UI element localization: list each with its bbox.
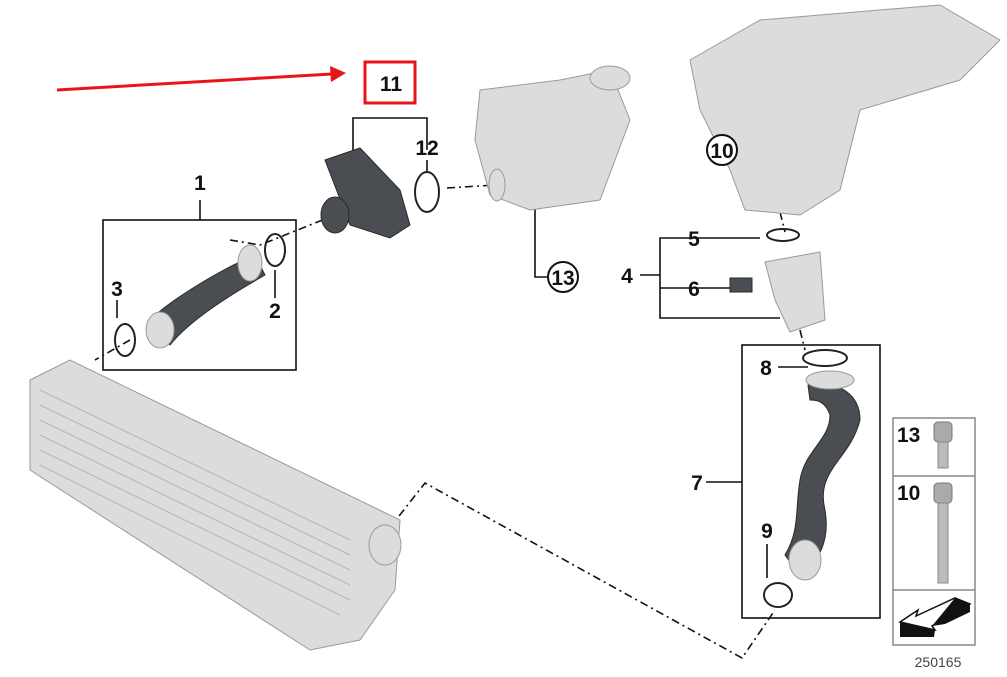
callout-3: 3 <box>111 278 123 301</box>
sensor-6 <box>729 277 753 293</box>
adapter-11 <box>320 147 411 239</box>
legend-label-13: 13 <box>897 424 920 447</box>
bolt-short-icon <box>933 421 953 469</box>
callout-13: 13 <box>551 267 574 290</box>
diagram-number: 250165 <box>915 654 962 670</box>
leader-lines <box>94 117 881 660</box>
turbocharger <box>474 65 631 211</box>
callout-10: 10 <box>710 140 733 163</box>
hardware-legend: 13 10 <box>892 417 976 646</box>
o-ring-3 <box>114 323 136 357</box>
callout-7: 7 <box>691 472 703 495</box>
o-ring-12 <box>414 171 440 213</box>
callout-circle-13 <box>547 261 579 293</box>
callout-4: 4 <box>621 265 633 288</box>
legend-label-10: 10 <box>897 482 920 505</box>
intercooler <box>29 359 402 651</box>
callout-5: 5 <box>688 228 700 251</box>
callout-6: 6 <box>688 278 700 301</box>
callout-circle-10 <box>706 134 738 166</box>
o-ring-5 <box>766 228 800 242</box>
bolt-long-icon <box>933 482 953 584</box>
callout-8: 8 <box>760 357 772 380</box>
highlight-arrow <box>56 66 346 92</box>
charge-air-hose-1 <box>145 244 266 349</box>
highlight-box <box>363 60 417 105</box>
charge-air-pipe-4 <box>764 251 826 333</box>
callout-9: 9 <box>761 520 773 543</box>
callout-12: 12 <box>415 137 438 160</box>
callout-11: 11 <box>380 73 403 96</box>
intake-manifold <box>689 4 1001 216</box>
o-ring-9 <box>763 582 793 608</box>
callout-1: 1 <box>194 172 206 195</box>
callout-2: 2 <box>269 300 281 323</box>
o-ring-8 <box>802 349 848 367</box>
orientation-arrow-icon <box>898 597 972 637</box>
charge-air-hose-7 <box>784 370 861 581</box>
o-ring-2 <box>264 233 286 267</box>
